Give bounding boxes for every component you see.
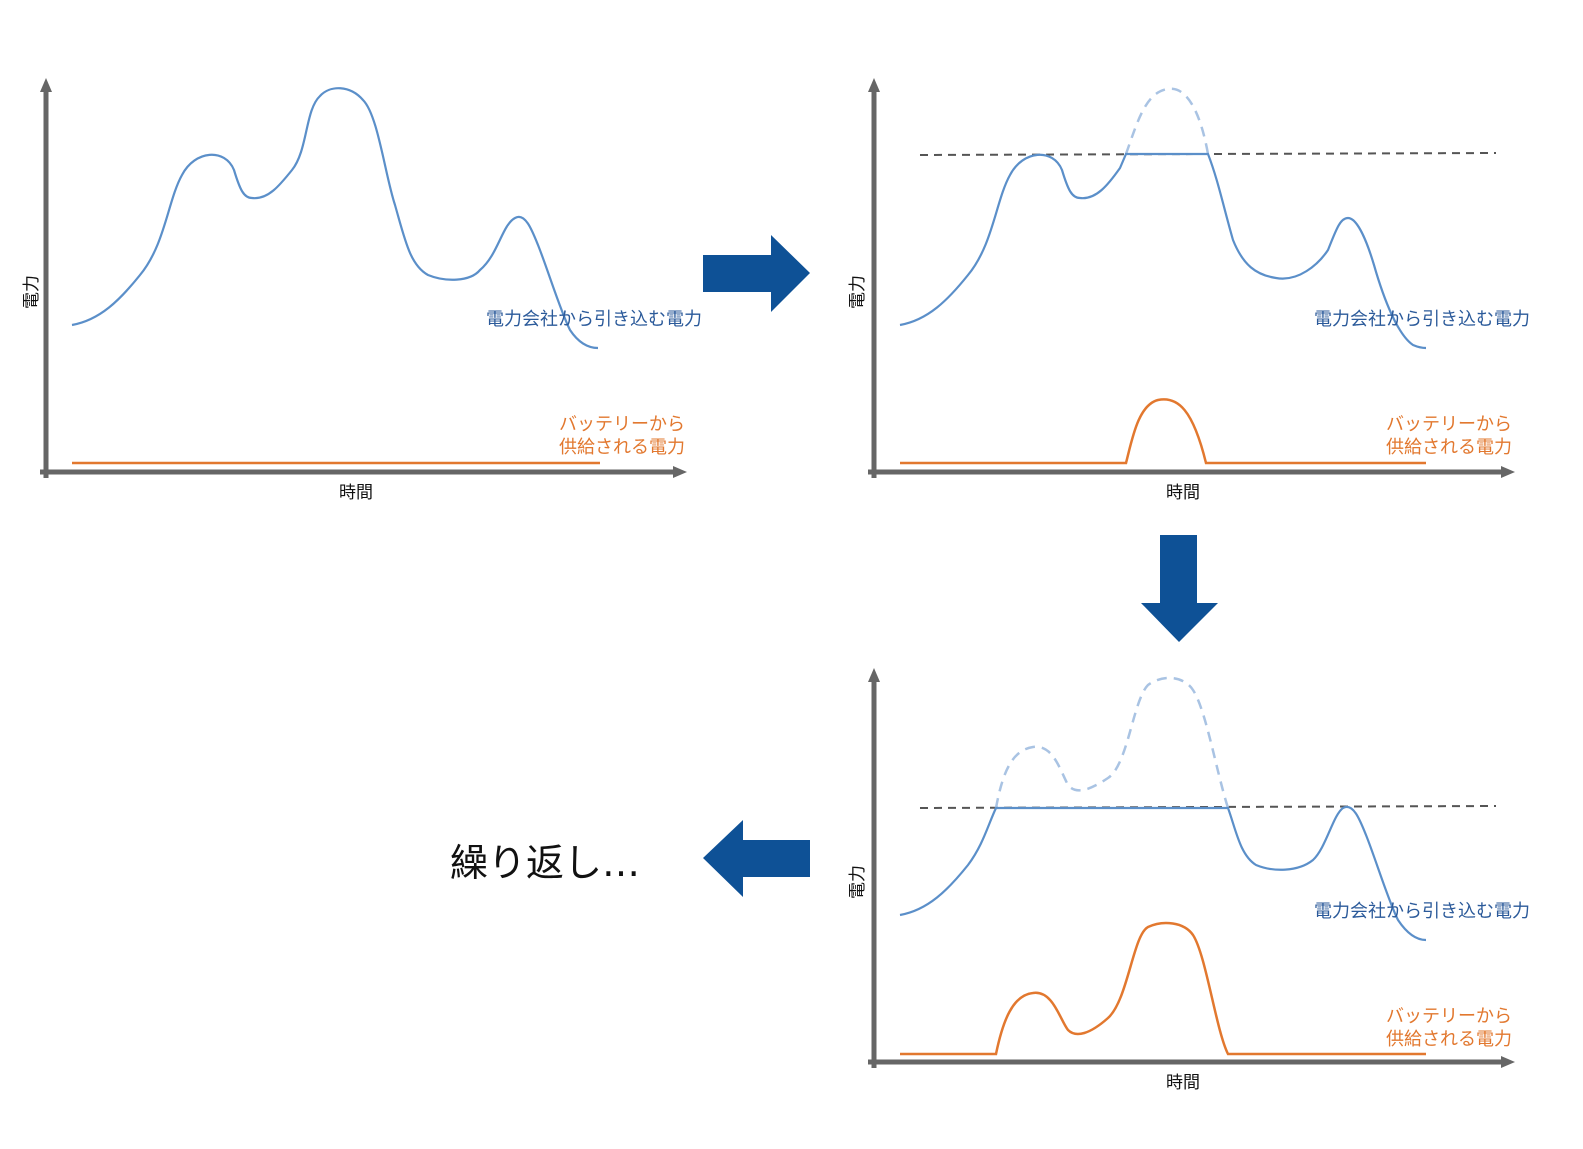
grid-power-curve-faded [1124, 87, 1210, 155]
battery-power-curve [900, 398, 1426, 465]
y-axis-arrowhead [868, 668, 880, 682]
x-axis-arrowhead [673, 466, 687, 478]
battery-label-line1: バッテリーから [559, 414, 685, 435]
x-axis-label: 時間 [1166, 483, 1200, 503]
threshold-line [919, 152, 1497, 156]
chart-panel-repeated-cut: 電力 時間 電力会社から引き込む電力 バッテリーから 供給される電力 [828, 590, 1583, 1110]
battery-label-line2: 供給される電力 [1386, 437, 1512, 458]
grid-power-label: 電力会社から引き込む電力 [1314, 309, 1530, 330]
x-axis-label: 時間 [339, 483, 373, 503]
arrow-left-icon [703, 820, 810, 897]
y-axis-arrowhead [40, 78, 52, 92]
chart-panel-original: 電力 時間 電力会社から引き込む電力 バッテリーから 供給される電力 [0, 0, 760, 520]
battery-label-line1: バッテリーから [1386, 1006, 1512, 1027]
threshold-line [919, 805, 1497, 809]
y-axis-label: 電力 [22, 275, 42, 309]
chart-original-svg: 電力 時間 電力会社から引き込む電力 バッテリーから 供給される電力 [22, 78, 702, 503]
grid-power-curve [899, 805, 1427, 942]
battery-label-line1: バッテリーから [1386, 414, 1512, 435]
x-axis-arrowhead [1501, 1056, 1515, 1068]
arrow-down-icon [1141, 535, 1218, 642]
repeat-text: 繰り返し… [450, 841, 641, 885]
grid-power-label: 電力会社から引き込む電力 [486, 309, 702, 330]
grid-power-curve [899, 152, 1427, 350]
grid-power-curve [71, 87, 599, 350]
y-axis-label: 電力 [848, 865, 868, 899]
battery-power-curve [900, 921, 1426, 1056]
battery-label-line2: 供給される電力 [559, 437, 685, 458]
y-axis-label: 電力 [848, 275, 868, 309]
chart-repeated-cut-svg: 電力 時間 電力会社から引き込む電力 バッテリーから 供給される電力 [848, 668, 1530, 1093]
x-axis-label: 時間 [1166, 1073, 1200, 1093]
x-axis-arrowhead [1501, 466, 1515, 478]
y-axis-arrowhead [868, 78, 880, 92]
chart-peak-cut-svg: 電力 時間 電力会社から引き込む電力 バッテリーから 供給される電力 [848, 78, 1530, 503]
chart-panel-peak-cut: 電力 時間 電力会社から引き込む電力 バッテリーから 供給される電力 [828, 0, 1583, 520]
battery-label-line2: 供給される電力 [1386, 1029, 1512, 1050]
grid-power-label: 電力会社から引き込む電力 [1314, 901, 1530, 922]
grid-power-curve-faded [994, 676, 1230, 809]
arrow-right-icon [703, 235, 810, 312]
